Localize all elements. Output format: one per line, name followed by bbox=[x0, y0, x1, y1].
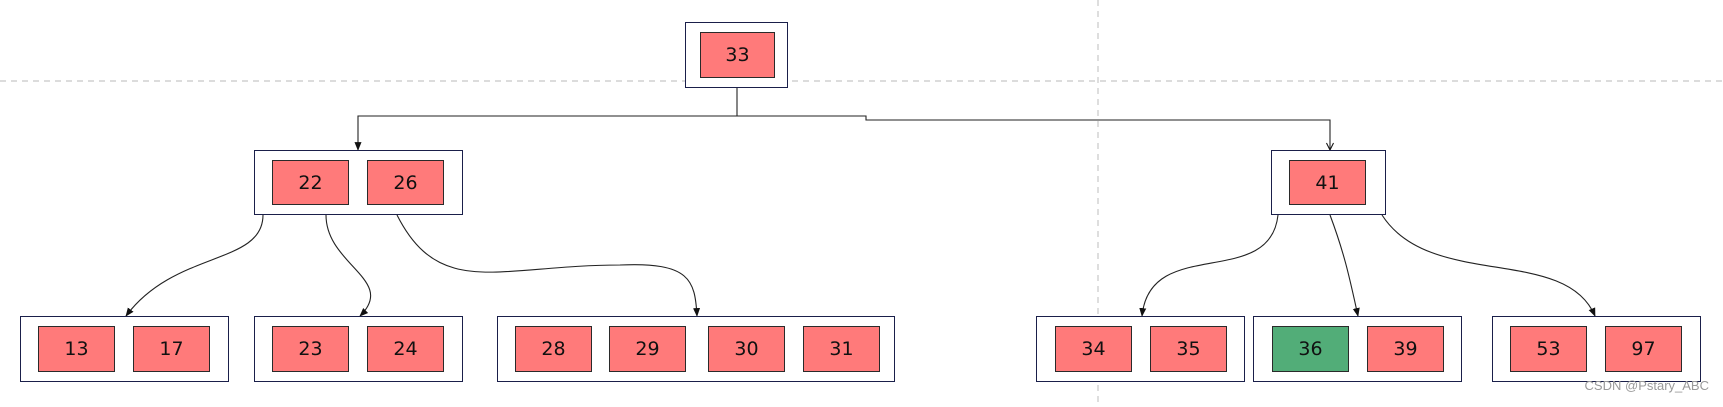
key-41: 41 bbox=[1289, 160, 1366, 205]
key-35: 35 bbox=[1150, 326, 1227, 372]
tree-node-53-97: 53 97 bbox=[1492, 316, 1701, 382]
key-36-highlighted: 36 bbox=[1272, 326, 1349, 372]
tree-node-23-24: 23 24 bbox=[254, 316, 463, 382]
key-17: 17 bbox=[133, 326, 210, 372]
tree-node-36-39: 36 39 bbox=[1253, 316, 1462, 382]
key-23: 23 bbox=[272, 326, 349, 372]
key-30: 30 bbox=[708, 326, 785, 372]
key-31: 31 bbox=[803, 326, 880, 372]
watermark-text: CSDN @Pstary_ABC bbox=[1584, 378, 1709, 393]
key-28: 28 bbox=[515, 326, 592, 372]
tree-node-28-31: 28 29 30 31 bbox=[497, 316, 895, 382]
key-53: 53 bbox=[1510, 326, 1587, 372]
key-29: 29 bbox=[609, 326, 686, 372]
key-97: 97 bbox=[1605, 326, 1682, 372]
key-34: 34 bbox=[1055, 326, 1132, 372]
key-24: 24 bbox=[367, 326, 444, 372]
key-39: 39 bbox=[1367, 326, 1444, 372]
key-33: 33 bbox=[700, 32, 775, 78]
tree-node-34-35: 34 35 bbox=[1036, 316, 1245, 382]
tree-node-root: 33 bbox=[685, 22, 788, 88]
edge-22-26-to-28-31 bbox=[396, 214, 701, 317]
key-26: 26 bbox=[367, 160, 444, 205]
edge-22-26-to-23-24 bbox=[325, 214, 372, 317]
edge-41-to-36-39 bbox=[1329, 214, 1360, 317]
edge-22-26-to-13-17 bbox=[125, 214, 264, 317]
edge-root-to-41 bbox=[737, 115, 1330, 150]
key-13: 13 bbox=[38, 326, 115, 372]
key-22: 22 bbox=[272, 160, 349, 205]
tree-node-22-26: 22 26 bbox=[254, 150, 463, 215]
edge-41-to-53-97 bbox=[1381, 214, 1596, 317]
tree-node-13-17: 13 17 bbox=[20, 316, 229, 382]
edge-41-to-34-35 bbox=[1139, 214, 1279, 317]
tree-node-41: 41 bbox=[1271, 150, 1386, 215]
edge-root-to-22-26 bbox=[354, 88, 738, 151]
